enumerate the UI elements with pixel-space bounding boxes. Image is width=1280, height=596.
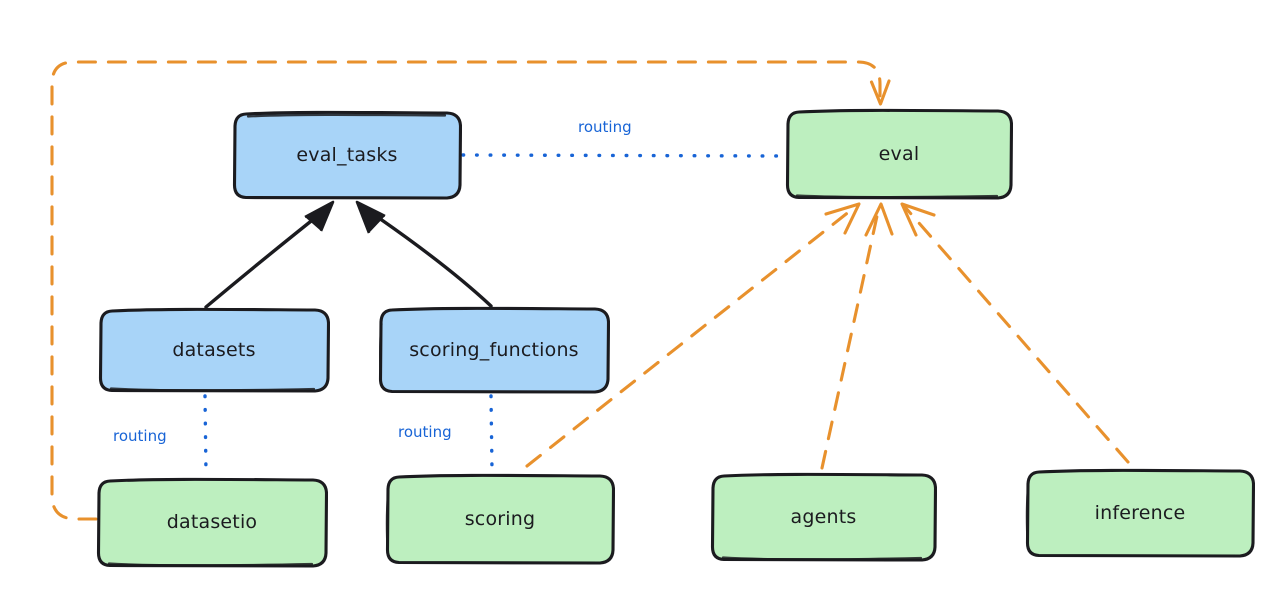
edge-datasetio-to-eval — [50, 60, 891, 521]
edge-eval_tasks-to-eval — [461, 153, 785, 158]
node-scoring-functions[interactable]: scoring_functions — [378, 306, 610, 394]
edge-datasets-to-eval_tasks — [204, 200, 335, 309]
node-datasets[interactable]: datasets — [98, 307, 330, 393]
node-label-inference: inference — [1094, 501, 1186, 524]
node-label-datasets: datasets — [172, 338, 256, 361]
node-datasetio[interactable]: datasetio — [96, 477, 328, 568]
edge-inference-to-eval — [900, 202, 1130, 464]
edge-agents-to-eval — [820, 202, 894, 470]
node-eval-tasks[interactable]: eval_tasks — [232, 110, 462, 200]
node-agents[interactable]: agents — [710, 472, 937, 562]
node-label-scoring: scoring — [464, 507, 536, 530]
edge-datasets-to-datasetio — [203, 394, 208, 476]
node-label-eval: eval — [878, 142, 920, 165]
node-label-eval-tasks: eval_tasks — [296, 143, 398, 166]
node-shape-inference — [1025, 468, 1255, 558]
edge-scoring_functions-to-eval_tasks — [355, 200, 493, 308]
node-label-datasetio: datasetio — [166, 511, 258, 534]
node-scoring[interactable]: scoring — [385, 473, 615, 565]
edge-scoring_functions-to-scoring — [489, 394, 494, 472]
node-inference[interactable]: inference — [1025, 468, 1255, 558]
node-label-scoring-functions: scoring_functions — [409, 338, 579, 361]
node-label-agents: agents — [790, 505, 857, 528]
edge-label-routing-datasets: routing — [113, 427, 167, 445]
edge-label-routing-scoring: routing — [398, 423, 452, 441]
edge-label-routing-eval: routing — [578, 118, 632, 136]
node-eval[interactable]: eval — [785, 108, 1013, 200]
